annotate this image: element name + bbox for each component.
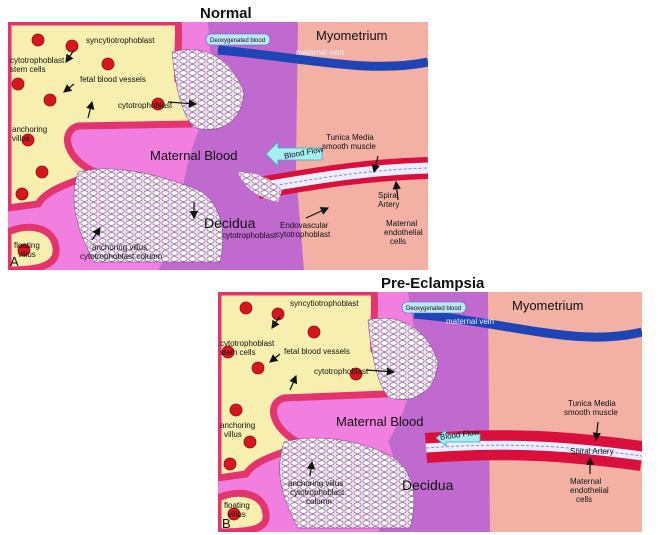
anchoring-column-label-2: cytotrophoblast column (80, 252, 162, 261)
anchoring-column (279, 437, 415, 529)
myometrium-label: Myometrium (316, 28, 388, 43)
tunica-media-label-2: smooth muscle (322, 142, 376, 151)
maternal-vein-label: maternal vein (296, 48, 344, 57)
maternal-vein (217, 45, 428, 71)
maternal-blood-label: Maternal Blood (336, 414, 423, 429)
fetal-blood-vessels (11, 33, 165, 257)
deoxygenated-blood-badge (205, 33, 271, 46)
spiral-artery-label-2: Artery (378, 200, 399, 209)
tunica-media-label-1: Tunica Media (326, 133, 374, 142)
tunica-media-label-1: Tunica Media (568, 399, 616, 408)
cytotrophoblast-label: cytotrophoblast (314, 367, 369, 376)
floating-villus-label-1: floating (224, 501, 250, 510)
blood-flow-arrow (435, 429, 481, 447)
floating-villus (218, 489, 270, 532)
floating-villus-label-1: floating (14, 241, 40, 250)
maternal-endothelial-label-1: Maternal (570, 477, 601, 486)
myometrium-region (488, 292, 642, 532)
endovascular-cells (238, 172, 282, 202)
cytotrophoblast-label: cytotrophoblast (118, 101, 173, 110)
spiral-artery-label-1: Spiral (378, 191, 399, 200)
anchoring-column-label-2: cytotrophoblast (290, 488, 345, 497)
spiral-artery-label: Spiral Artery (570, 447, 614, 456)
maternal-vein-label: maternal vein (446, 317, 494, 326)
deoxygenated-blood-label: Deoxygenated blood (210, 38, 265, 44)
maternal-endothelial-label-2: endothelial (570, 486, 609, 495)
anchoring-villus-label-2: villus (224, 430, 242, 439)
stem-cells-label-1: cytotrophoblast (10, 56, 65, 65)
fetal-blood-vessels-label: fetal blood vessels (80, 75, 146, 84)
anchoring-villus-label-1: anchoring (12, 125, 47, 134)
stem-cells-label-2: stem cells (220, 348, 256, 357)
floating-villus-label-2: villus (18, 250, 36, 259)
panel-a-title: Normal (200, 5, 252, 22)
anchoring-villus-label-1: anchoring (220, 421, 255, 430)
maternal-endothelial-label-3: cells (390, 237, 406, 246)
anchoring-column (73, 168, 223, 263)
fetal-blood-vessels (221, 301, 363, 521)
decidua-cytotrophoblast-label: cytotrophoblast (222, 231, 277, 240)
decidua-label: Decidua (402, 477, 454, 493)
anchoring-column-label-1: anchoring villus (288, 479, 343, 488)
panel-b-title: Pre-Eclampsia (381, 275, 485, 292)
panel-a-letter: A (10, 254, 19, 269)
stem-cells-label-2: stem cells (10, 65, 46, 74)
maternal-blood-label: Maternal Blood (150, 148, 237, 163)
decidua-label: Decidua (204, 215, 256, 231)
floating-villus (8, 223, 60, 270)
myometrium-label: Myometrium (512, 298, 584, 313)
maternal-endothelial-label-2: endothelial (384, 228, 423, 237)
stem-cells-label-1: cytotrophoblast (220, 339, 275, 348)
maternal-vein (413, 309, 642, 342)
endovascular-label-1: Endovascular (280, 221, 329, 230)
maternal-endothelial-label-1: Maternal (386, 219, 417, 228)
deoxygenated-blood-label: Deoxygenated blood (406, 306, 461, 312)
anchoring-column-label-1: anchoring villus (92, 243, 147, 252)
maternal-endothelial-label-3: cells (576, 495, 592, 504)
floating-villus-label-2: villus (228, 510, 246, 519)
deoxygenated-blood-badge (401, 301, 467, 314)
panel-b-letter: B (222, 516, 231, 531)
syncytiotrophoblast-label: syncytiotrophoblast (86, 36, 155, 45)
blood-flow-arrow (265, 141, 323, 167)
fetal-blood-vessels-label: fetal blood vessels (284, 347, 350, 356)
anchoring-column-label-3: column (306, 497, 332, 506)
anchoring-villus-label-2: villus (12, 134, 30, 143)
panel-b-diagram: Myometrium maternal vein Deoxygenated bl… (218, 292, 642, 532)
panel-a-diagram: Myometrium maternal vein Deoxygenated bl… (8, 22, 428, 270)
syncytiotrophoblast-label: syncytiotrophoblast (290, 299, 359, 308)
tunica-media-label-2: smooth muscle (564, 408, 618, 417)
endovascular-label-2: cytotrophoblast (276, 230, 331, 239)
